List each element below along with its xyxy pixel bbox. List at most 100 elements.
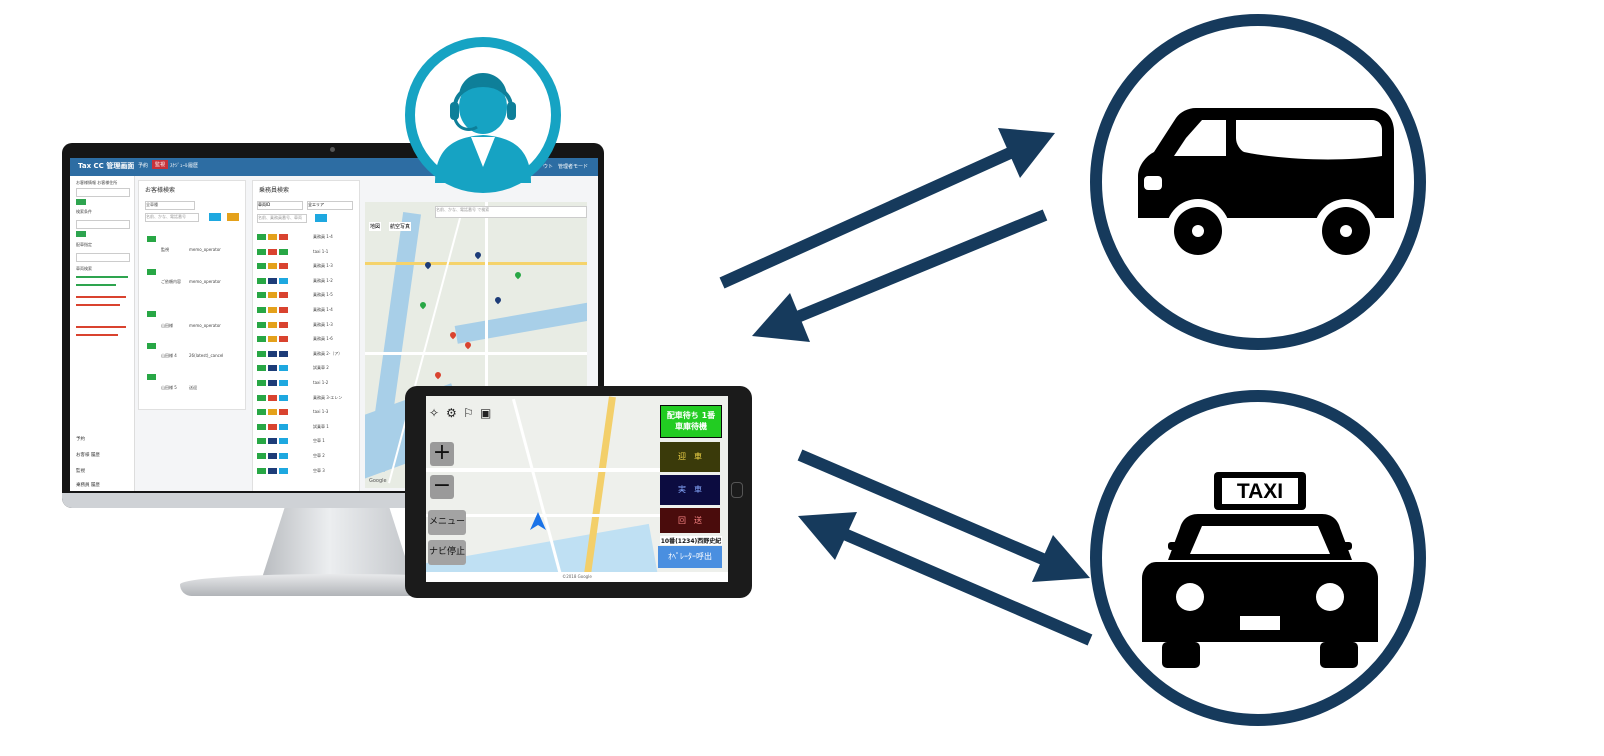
vehicle-id-select[interactable]: 車両ID <box>257 201 303 210</box>
vehicle-status-tag <box>257 409 266 416</box>
image-icon[interactable]: ▣ <box>480 406 492 420</box>
vehicle-status-tag <box>279 394 288 401</box>
customer-row-name-5: 山田様 5 <box>161 385 177 390</box>
sidebar-menu-driver-history[interactable]: 乗務員 履歴 <box>76 483 100 488</box>
status-return-button[interactable]: 回 送 <box>660 508 720 533</box>
monitor-stand-neck <box>262 508 412 578</box>
vehicle-row[interactable]: taxi 1-1 <box>257 248 355 258</box>
vehicle-status-tag <box>257 467 266 474</box>
navi-stop-button[interactable]: ナビ停止 <box>428 540 466 565</box>
sidebar-input-3[interactable] <box>76 253 130 262</box>
customer-search-button[interactable] <box>209 213 221 221</box>
nav-reservation[interactable]: 予約 <box>138 163 149 169</box>
vehicle-status-tag <box>279 292 288 299</box>
sidebar-input-2[interactable] <box>76 220 130 229</box>
vehicle-status-tag <box>257 394 266 401</box>
van-badge <box>1090 14 1426 350</box>
vehicle-status-tag <box>268 453 277 459</box>
vehicle-row[interactable]: 試乗車 2 <box>257 364 355 374</box>
vehicle-status-tag <box>279 467 288 474</box>
customer-row-name-1: 監視 <box>161 247 169 252</box>
vehicle-row[interactable]: 乗務員 1-6 <box>257 335 355 345</box>
vehicle-row[interactable]: 乗務員 3-エレン <box>257 394 355 404</box>
vehicle-row-label: taxi 1-1 <box>313 248 329 254</box>
vehicle-row-label: 乗務員 1-4 <box>313 234 333 239</box>
nav-history[interactable]: 履歴 <box>188 163 199 169</box>
vehicle-row[interactable]: 乗務員 1-4 <box>257 233 355 243</box>
admin-screen: Tax CC 管理画面 予約 監視 ｽｹｼﾞｭｰﾙ 履歴 ログアウト 管理者モー… <box>70 158 598 491</box>
vehicle-driver-label: 10番(1234)西野史紀 <box>660 536 722 545</box>
tablet-map-road-1 <box>426 468 666 472</box>
map-tab-satellite[interactable]: 航空写真 <box>389 222 412 231</box>
app-brand[interactable]: Tax CC 管理画面 <box>78 162 135 170</box>
vehicle-area-select[interactable]: 全エリア <box>307 201 353 210</box>
vehicle-status-tag <box>268 307 277 313</box>
vehicle-row[interactable]: 空車 3 <box>257 467 355 477</box>
status-occupied-button[interactable]: 実 車 <box>660 475 720 505</box>
vehicle-row[interactable]: 試乗車 1 <box>257 423 355 433</box>
compass-icon[interactable]: ✧ <box>429 406 440 420</box>
status-waiting-line1: 配車待ち 1番 <box>666 411 716 420</box>
vehicle-status-tag <box>257 307 266 313</box>
vehicle-search-button[interactable] <box>315 214 327 222</box>
vehicle-status-tag <box>279 248 288 255</box>
sidebar-menu-customer-history[interactable]: お客様 履歴 <box>76 453 100 458</box>
sidebar-menu-monitor[interactable]: 監視 <box>76 469 85 474</box>
vehicle-status-tag <box>279 234 288 240</box>
sidebar-green-button-1[interactable] <box>76 199 86 205</box>
sidebar-green-button-2[interactable] <box>76 231 86 237</box>
map-search-input[interactable]: 名前、かな、電話番号 で検索 <box>435 206 587 218</box>
vehicle-status-tag <box>268 336 277 343</box>
vehicle-status-tag <box>279 438 288 445</box>
customer-type-select[interactable]: 全車種 <box>145 201 195 210</box>
customer-panel-title: お客様検索 <box>145 187 176 194</box>
vehicle-row[interactable]: 乗務員 1-5 <box>257 291 355 301</box>
map-tab-map[interactable]: 地図 <box>369 222 382 231</box>
sidebar-section-dispatch: 配車指定 <box>76 242 92 247</box>
customer-new-button[interactable] <box>227 213 239 221</box>
vehicle-row[interactable]: taxi 1-2 <box>257 379 355 389</box>
customer-search-input[interactable]: 名前、かな、電話番号 <box>145 213 199 222</box>
vehicle-row[interactable]: 乗務員 1-3 <box>257 262 355 272</box>
menu-button[interactable]: メニュー <box>428 510 466 535</box>
vehicle-row[interactable]: taxi 1-3 <box>257 408 355 418</box>
customer-row-memo-2: memo_operator <box>189 279 221 284</box>
zoom-out-button[interactable]: − <box>430 475 454 499</box>
nav-monitor[interactable]: 監視 <box>152 160 169 169</box>
vehicle-row-label: 乗務員 1-3 <box>313 321 333 327</box>
customer-row-select-1[interactable] <box>147 236 156 242</box>
customer-row-name-3: 山田様 <box>161 323 173 328</box>
vehicle-row[interactable]: 空車 2 <box>257 452 355 462</box>
status-waiting-line2: 車庫待機 <box>675 422 707 431</box>
vehicle-status-tag <box>268 467 277 474</box>
status-pickup-button[interactable]: 迎 車 <box>660 442 720 472</box>
customer-row-select-2[interactable] <box>147 269 156 275</box>
vehicle-row[interactable]: 乗務員 1-2 <box>257 277 355 287</box>
operator-call-button[interactable]: ｵﾍﾟﾚｰﾀｰ呼出 <box>658 546 722 568</box>
logout-link[interactable]: ログアウト 管理者モード <box>527 164 588 170</box>
vehicle-row[interactable]: 乗務員 1-4 <box>257 306 355 316</box>
vehicle-search-input[interactable]: 名前、乗務員番号、車両 <box>257 214 307 223</box>
zoom-in-button[interactable]: + <box>430 442 454 466</box>
sidebar-menu-reservation[interactable]: 予約 <box>76 437 85 442</box>
tablet-home-button[interactable] <box>731 482 743 498</box>
satellite-icon[interactable]: ⚐ <box>463 406 474 420</box>
customer-row-select-3[interactable] <box>147 311 156 317</box>
vehicle-row[interactable]: 空車 1 <box>257 437 355 447</box>
map-road-horizontal <box>365 352 587 355</box>
customer-row-select-5[interactable] <box>147 374 156 380</box>
gear-icon[interactable]: ⚙ <box>446 406 457 420</box>
status-waiting-button[interactable]: 配車待ち 1番 車庫待機 <box>660 405 722 438</box>
vehicle-status-tag <box>257 263 266 270</box>
sidebar-line-5 <box>76 326 126 328</box>
vehicle-row-label: 乗務員 1-5 <box>313 292 333 298</box>
arrow-from-taxi <box>798 512 1093 646</box>
nav-schedule[interactable]: ｽｹｼﾞｭｰﾙ <box>170 163 188 169</box>
sidebar-input-1[interactable] <box>76 188 130 197</box>
vehicle-row[interactable]: 乗務員 2-（ア） <box>257 350 355 360</box>
vehicle-status-tag <box>268 234 277 240</box>
vehicle-row[interactable]: 乗務員 1-3 <box>257 321 355 331</box>
map-road-main <box>365 262 587 265</box>
customer-row-select-4[interactable] <box>147 343 156 349</box>
taxi-icon: TAXI <box>1142 472 1378 668</box>
